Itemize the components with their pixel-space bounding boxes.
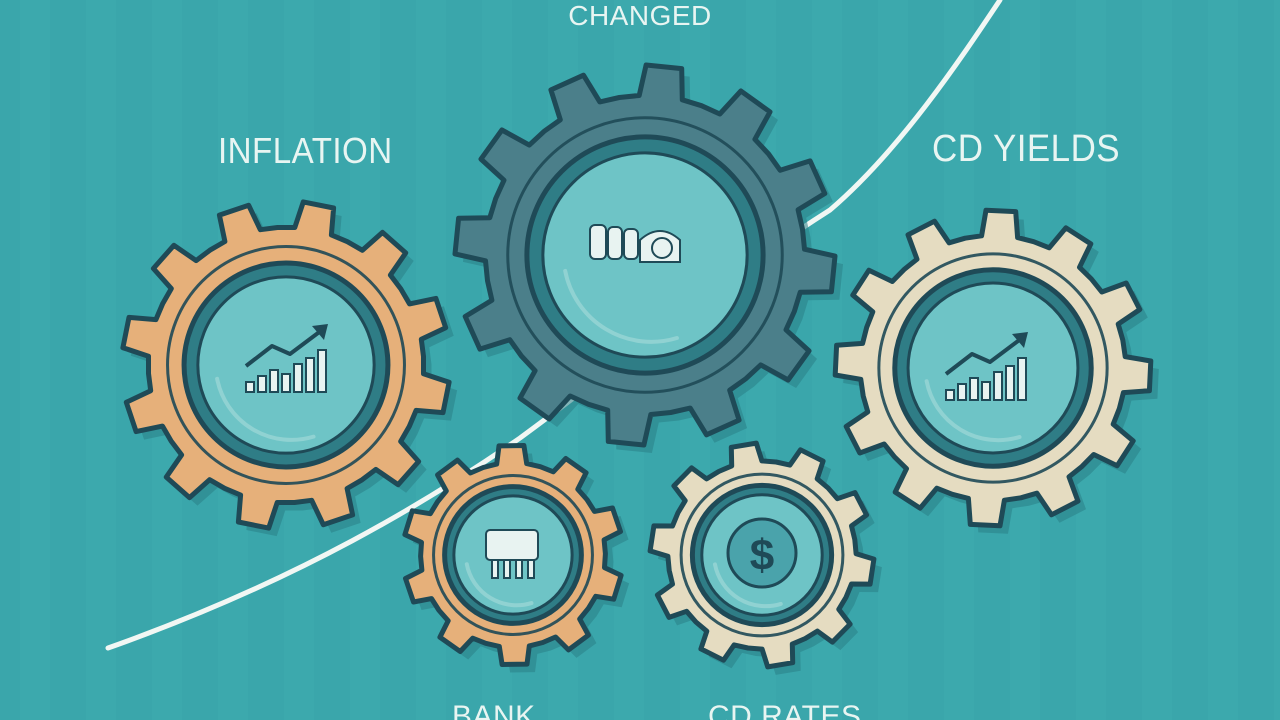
inflation-gear xyxy=(120,199,458,537)
bank-label: BANK xyxy=(452,700,536,720)
dollar-icon: $ xyxy=(726,517,798,589)
dollar-sign: $ xyxy=(750,531,774,580)
hands-icon xyxy=(589,224,681,263)
cd-yields-gear xyxy=(832,207,1159,534)
cd-yields-label: CD YIELDS xyxy=(932,128,1121,170)
bank-building-icon xyxy=(485,529,539,579)
rising-chart-icon xyxy=(244,324,328,393)
inflation-label: INFLATION xyxy=(218,130,393,171)
title-label: CHANGED xyxy=(568,0,712,31)
rising-chart-icon xyxy=(944,332,1028,401)
cd-rates-label: CD RATES xyxy=(708,700,862,720)
